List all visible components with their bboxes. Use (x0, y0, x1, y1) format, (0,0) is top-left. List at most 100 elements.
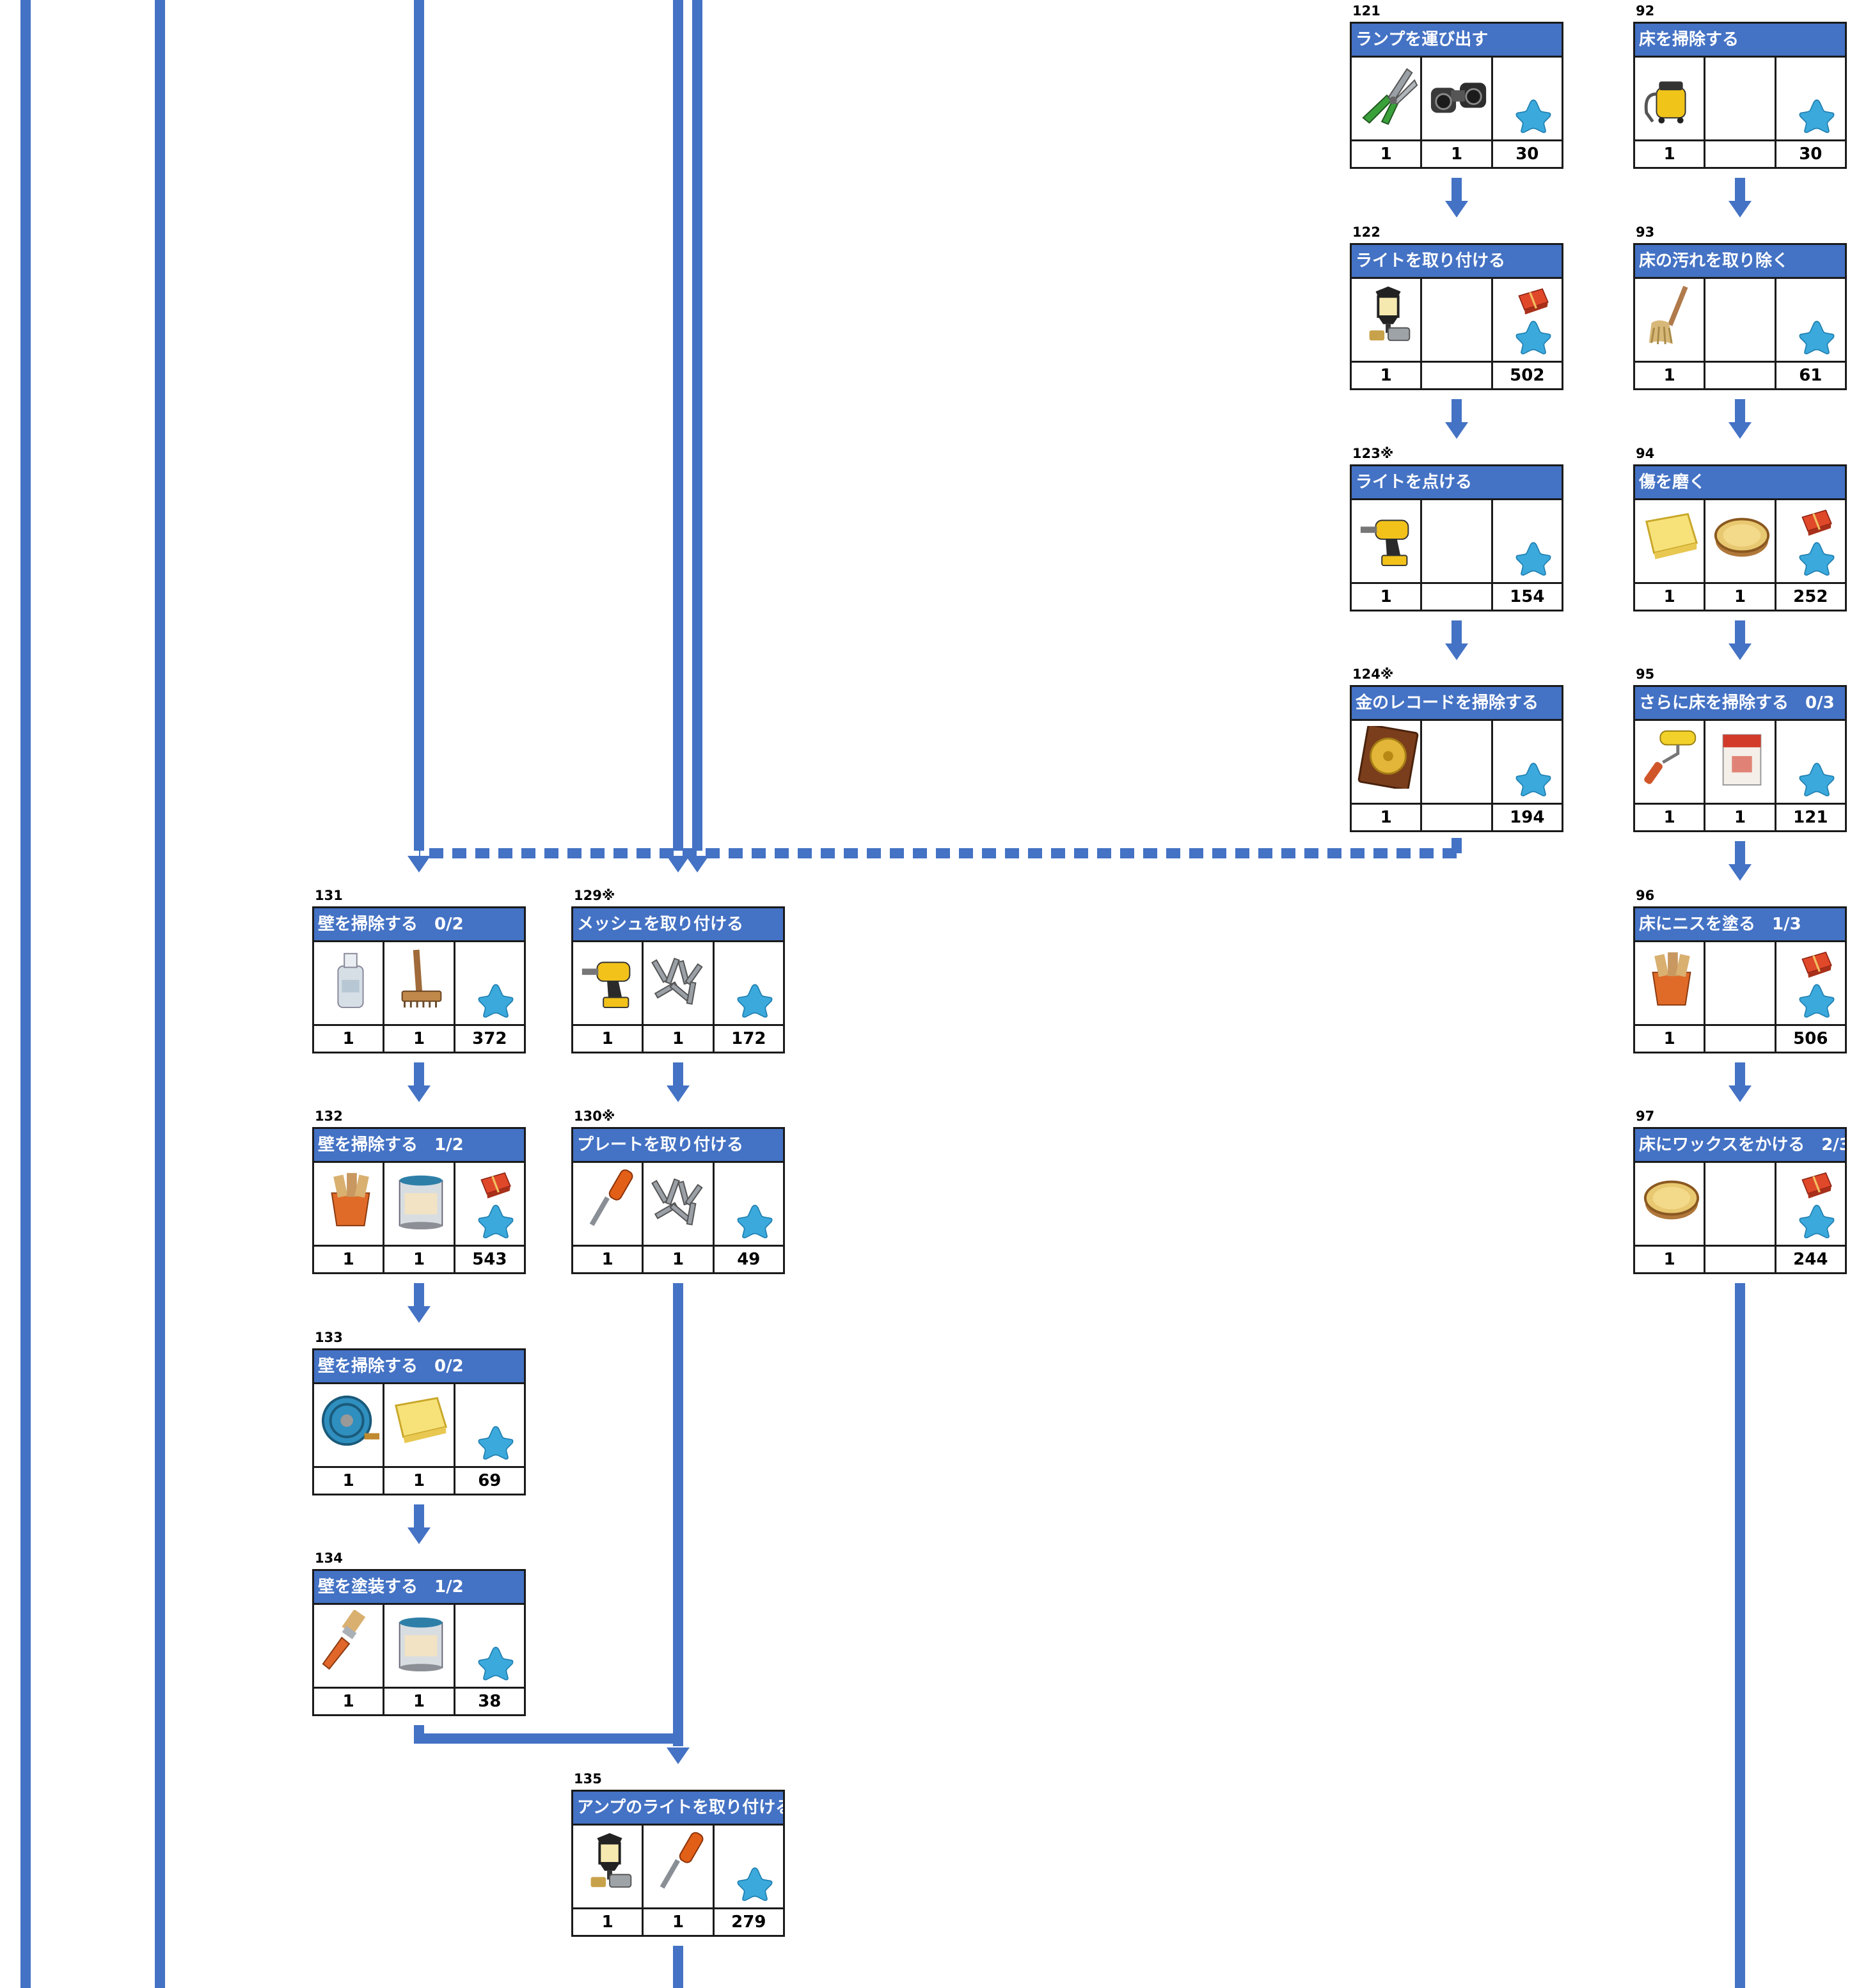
gift-icon (1799, 947, 1833, 979)
item-quantity: 1 (384, 1689, 455, 1714)
required-item-cell (573, 942, 644, 1024)
required-item-cell (1635, 942, 1706, 1024)
star-reward-amount: 543 (472, 1250, 507, 1269)
required-item-cell (314, 1605, 385, 1687)
task-requirements-row (1352, 721, 1562, 805)
reward-cell (1776, 58, 1845, 139)
reward-cell (715, 1826, 783, 1907)
task-number: 93 (1636, 225, 1655, 240)
task-requirements-row (1635, 58, 1845, 141)
arrow-down-icon (1728, 201, 1752, 217)
task-title: さらに床を掃除する 0/3 (1635, 687, 1845, 721)
task-title: 壁を掃除する 0/2 (314, 1350, 524, 1384)
task-title: 傷を磨く (1635, 466, 1845, 500)
task-title: メッシュを取り付ける (573, 908, 783, 942)
item-quantity: 1 (384, 1026, 455, 1052)
task-requirements-row (1635, 279, 1845, 363)
task-requirements-row (573, 1163, 783, 1247)
star-reward-amount: 244 (1793, 1250, 1828, 1269)
star-icon (1799, 99, 1835, 133)
item-quantity (1705, 363, 1776, 388)
hose-reel-icon (319, 1389, 382, 1452)
gift-icon (1515, 284, 1550, 316)
required-item-cell (644, 1826, 715, 1907)
star-reward-amount: 61 (1799, 366, 1823, 385)
task-number: 95 (1636, 667, 1655, 682)
required-item-cell (644, 1163, 715, 1245)
star-icon (478, 1646, 514, 1680)
required-item-cell (1352, 58, 1423, 139)
required-item-cell (1635, 279, 1706, 361)
brush-bucket-icon (1640, 947, 1703, 1010)
gift-icon (1799, 505, 1833, 537)
star-reward-amount: 506 (1793, 1029, 1828, 1048)
task-title: ライトを点ける (1352, 466, 1562, 500)
task-requirements-row (1635, 721, 1845, 805)
task-number: 123※ (1352, 446, 1394, 461)
item-quantity: 1 (384, 1247, 455, 1272)
star-icon (737, 1866, 773, 1901)
required-item-cell (1422, 279, 1493, 361)
task-number: 92 (1636, 3, 1655, 19)
task-requirements-row (1352, 500, 1562, 584)
task-title: プレートを取り付ける (573, 1129, 783, 1163)
required-item-cell (1705, 721, 1776, 803)
item-quantity (1422, 363, 1493, 388)
arrow-down-icon (407, 856, 431, 872)
reward-cell (1493, 721, 1562, 803)
powder-bag-icon (1711, 726, 1773, 789)
star-icon (1799, 541, 1835, 576)
arrow-down-icon (667, 1747, 690, 1764)
task-number: 97 (1636, 1108, 1655, 1124)
task-title: 壁を塗装する 1/2 (314, 1571, 524, 1605)
item-quantity: 1 (573, 1247, 644, 1272)
star-icon (737, 983, 773, 1018)
star-icon (478, 1425, 514, 1460)
reward-cell (1776, 500, 1845, 582)
screwdriver-icon (649, 1831, 711, 1893)
required-item-cell (314, 1384, 385, 1466)
required-item-cell (384, 1384, 455, 1466)
vacuum-cleaner-icon (1640, 63, 1703, 125)
required-item-cell (314, 1163, 385, 1245)
star-reward-amount: 252 (1793, 587, 1828, 606)
item-quantity (1705, 1026, 1776, 1052)
reward-cell (455, 1384, 524, 1466)
item-quantity: 1 (384, 1468, 455, 1494)
required-item-cell (1422, 58, 1493, 139)
required-item-cell (1352, 279, 1423, 361)
required-item-cell (573, 1163, 644, 1245)
item-quantity: 1 (1352, 584, 1423, 610)
task-card[interactable]: 123※ ライトを点ける 1 154 (1350, 443, 1563, 611)
arrow-down-icon (686, 856, 709, 872)
star-reward-amount: 502 (1510, 366, 1545, 385)
star-reward-amount: 154 (1510, 587, 1545, 606)
task-title: 床にワックスをかける 2/3 (1635, 1129, 1845, 1163)
task-number: 131 (315, 888, 343, 903)
